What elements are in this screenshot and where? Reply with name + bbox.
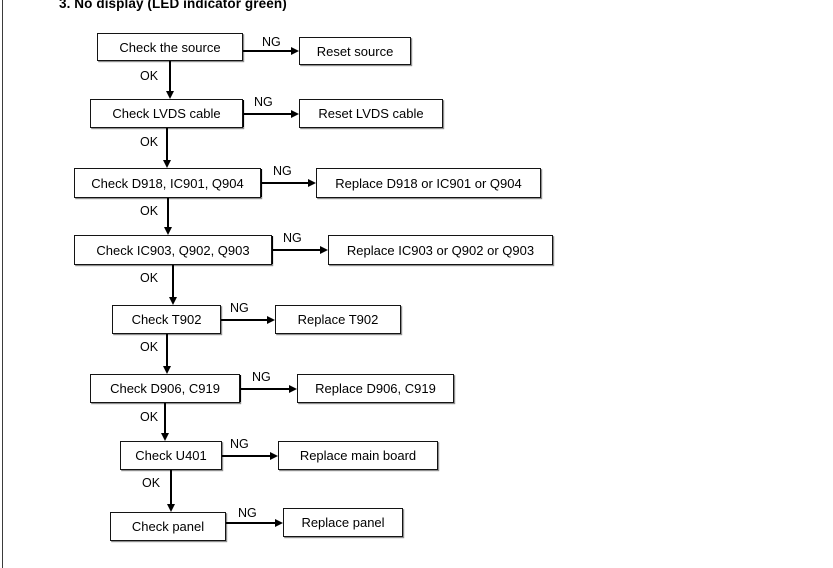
action-node-label: Replace T902 (297, 312, 379, 327)
ok-connector-line-3 (172, 265, 174, 298)
ok-connector-line-6 (170, 470, 172, 505)
ok-connector-line-0 (169, 61, 171, 92)
ng-label-2: NG (273, 164, 292, 178)
ok-connector-line-4 (166, 334, 168, 367)
ok-label-4: OK (140, 340, 159, 354)
ng-label-1: NG (254, 95, 273, 109)
action-node-label: Replace D918 or IC901 or Q904 (335, 175, 522, 191)
check-node-label: Check D918, IC901, Q904 (91, 175, 244, 191)
ok-label-3: OK (140, 271, 159, 285)
ng-connector-line-7 (226, 522, 276, 524)
ng-connector-arrowhead-5 (289, 384, 297, 393)
ok-connector-line-2 (167, 198, 169, 228)
action-node-label: Reset source (316, 43, 394, 59)
check-node-check-t902[interactable]: Check T902 (112, 305, 221, 334)
ng-connector-line-0 (243, 50, 292, 52)
ok-label-6: OK (142, 476, 161, 490)
ok-label-1: OK (140, 135, 159, 149)
ok-label-2: OK (140, 204, 159, 218)
ng-connector-line-5 (240, 388, 290, 390)
ok-connector-arrowhead-5 (160, 433, 169, 441)
ng-connector-arrowhead-1 (291, 109, 299, 118)
ok-label-5: OK (140, 410, 159, 424)
ng-connector-arrowhead-2 (308, 178, 316, 187)
check-node-label: Check panel (131, 519, 205, 534)
check-node-label: Check IC903, Q902, Q903 (96, 242, 250, 258)
ng-connector-arrowhead-6 (270, 451, 278, 460)
ok-connector-arrowhead-3 (168, 297, 177, 305)
ng-connector-line-6 (222, 455, 271, 457)
page-left-margin-rule (2, 0, 3, 568)
ng-connector-stub-2 (261, 169, 263, 197)
check-node-label: Check LVDS cable (112, 106, 221, 121)
check-node-check-ic903-q902-q903[interactable]: Check IC903, Q902, Q903 (74, 235, 272, 265)
action-node-replace-d918-or-ic901-or-q904[interactable]: Replace D918 or IC901 or Q904 (316, 168, 541, 198)
action-node-label: Replace D906, C919 (315, 381, 436, 396)
ng-label-4: NG (230, 301, 249, 315)
check-node-label: Check T902 (131, 312, 202, 327)
ng-connector-arrowhead-3 (320, 245, 328, 254)
ng-label-5: NG (252, 370, 271, 384)
check-node-label: Check the source (119, 39, 221, 55)
ng-label-6: NG (230, 437, 249, 451)
action-node-replace-t902[interactable]: Replace T902 (275, 305, 401, 334)
action-node-reset-lvds-cable[interactable]: Reset LVDS cable (299, 99, 443, 128)
check-node-label: Check D906, C919 (110, 381, 220, 396)
check-node-check-panel[interactable]: Check panel (110, 512, 226, 541)
ok-connector-line-1 (166, 128, 168, 161)
action-node-reset-source[interactable]: Reset source (299, 37, 411, 65)
action-node-label: Reset LVDS cable (318, 106, 424, 121)
check-node-check-d906-c919[interactable]: Check D906, C919 (90, 374, 240, 403)
ok-connector-arrowhead-1 (162, 160, 171, 168)
action-node-label: Replace panel (301, 515, 385, 530)
ok-connector-line-5 (164, 403, 166, 434)
action-node-replace-panel[interactable]: Replace panel (283, 508, 403, 537)
ok-connector-arrowhead-2 (163, 227, 172, 235)
ng-connector-line-3 (272, 249, 321, 251)
ok-connector-arrowhead-0 (165, 91, 174, 99)
ng-label-0: NG (262, 35, 281, 49)
ng-connector-stub-1 (243, 100, 245, 127)
ng-connector-line-2 (261, 182, 309, 184)
check-node-label: Check U401 (135, 448, 207, 463)
check-node-check-u401[interactable]: Check U401 (120, 441, 222, 470)
check-node-check-lvds-cable[interactable]: Check LVDS cable (90, 99, 243, 128)
ng-connector-arrowhead-7 (275, 518, 283, 527)
page-title: 3. No display (LED indicator green) (59, 0, 287, 11)
ng-connector-stub-3 (272, 236, 274, 264)
ok-connector-arrowhead-6 (166, 504, 175, 512)
action-node-label: Replace IC903 or Q902 or Q903 (346, 242, 535, 258)
action-node-replace-main-board[interactable]: Replace main board (278, 441, 438, 470)
ng-label-3: NG (283, 231, 302, 245)
ng-connector-stub-5 (240, 375, 242, 402)
ng-connector-arrowhead-0 (291, 46, 299, 55)
ng-label-7: NG (238, 506, 257, 520)
ok-connector-arrowhead-4 (162, 366, 171, 374)
ng-connector-line-1 (243, 113, 292, 115)
check-node-check-d918-ic901-q904[interactable]: Check D918, IC901, Q904 (74, 168, 261, 198)
action-node-replace-d906-c919[interactable]: Replace D906, C919 (297, 374, 454, 403)
check-node-check-the-source[interactable]: Check the source (97, 33, 243, 61)
ok-label-0: OK (140, 69, 159, 83)
action-node-label: Replace main board (299, 448, 417, 463)
action-node-replace-ic903-or-q902-or-q903[interactable]: Replace IC903 or Q902 or Q903 (328, 235, 553, 265)
ng-connector-line-4 (221, 319, 268, 321)
ng-connector-arrowhead-4 (267, 315, 275, 324)
